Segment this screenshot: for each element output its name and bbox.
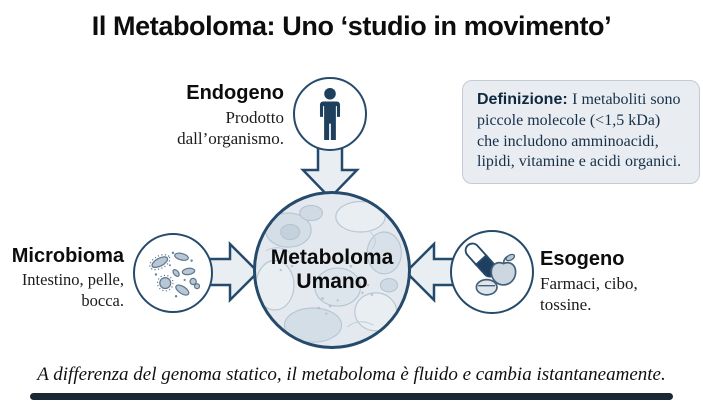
definition-label: Definizione:: [477, 91, 568, 108]
microbioma-desc: Intestino, pelle, bocca.: [21, 270, 124, 310]
endogeno-label: Endogeno Prodotto dall’organismo.: [148, 82, 284, 150]
esogeno-desc: Farmaci, cibo, tossine.: [540, 274, 638, 315]
footer-caption: A differenza del genoma statico, il meta…: [37, 364, 666, 385]
page-title: Il Metaboloma: Uno ‘studio in movimento’: [91, 11, 612, 41]
microbioma-circle: [133, 233, 213, 313]
esogeno-label: Esogeno Farmaci, cibo, tossine.: [540, 248, 666, 316]
endogeno-title: Endogeno: [186, 82, 284, 104]
capsule-apple-tablet-icon: [464, 242, 517, 296]
endogeno-circle: [293, 77, 367, 151]
tissue-texture: [256, 201, 402, 343]
endogeno-desc: Prodotto dall’organismo.: [177, 108, 284, 149]
microbioma-label: Microbioma Intestino, pelle, bocca.: [6, 245, 124, 312]
arrow-down-icon: [300, 146, 360, 200]
bacteria-icon: [149, 251, 201, 298]
person-icon: [319, 87, 341, 141]
bottom-bar: [30, 393, 673, 400]
microbioma-title: Microbioma: [11, 245, 124, 267]
definition-text: I metaboliti sono piccole molecole (<1,5…: [477, 91, 682, 171]
center-label-text: Metaboloma Umano: [270, 245, 394, 293]
esogeno-title: Esogeno: [540, 248, 625, 270]
esogeno-circle: [450, 230, 534, 314]
center-label: Metaboloma Umano: [253, 191, 411, 349]
definition-box: Definizione: I metaboliti sono piccole m…: [462, 80, 700, 185]
center-circle: [253, 191, 411, 349]
